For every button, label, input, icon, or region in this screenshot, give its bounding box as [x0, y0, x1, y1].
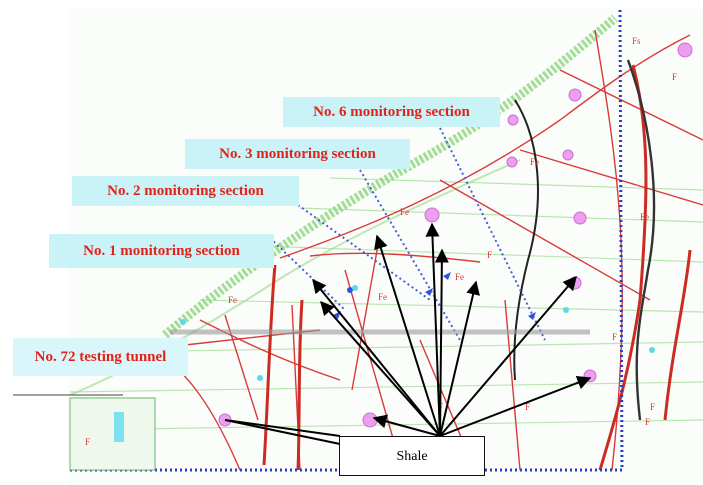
arrow-8: [320, 300, 441, 437]
svg-text:Fe: Fe: [640, 212, 649, 222]
svg-text:Fe: Fe: [530, 157, 539, 167]
arrow-4: [439, 280, 480, 437]
inset-block: [69, 397, 156, 471]
arrow-9: [434, 248, 449, 437]
inset-cyan-mark: [114, 412, 124, 442]
trace-section-2: [297, 204, 431, 301]
svg-text:F: F: [85, 437, 90, 447]
contact-line: [513, 99, 539, 381]
label-monitoring-section-3: No. 3 monitoring section: [185, 139, 410, 169]
shale-pointer-arrows: [312, 222, 592, 437]
label-testing-tunnel: No. 72 testing tunnel: [13, 338, 188, 376]
svg-text:Fe: Fe: [400, 207, 409, 217]
monitoring-traces: [269, 127, 546, 341]
label-monitoring-section-1: No. 1 monitoring section: [49, 234, 274, 268]
svg-text:Fe: Fe: [455, 272, 464, 282]
arrow-5: [439, 275, 577, 437]
svg-text:F: F: [650, 402, 655, 412]
svg-text:Fs: Fs: [632, 36, 641, 46]
map-boundary-right: [618, 9, 624, 471]
pointer-left-2: [224, 419, 341, 445]
svg-text:F: F: [645, 417, 650, 427]
svg-text:Fe: Fe: [228, 295, 237, 305]
label-monitoring-section-2: No. 2 monitoring section: [72, 176, 299, 206]
contact-line-2: [626, 59, 656, 421]
arrow-2: [374, 234, 441, 437]
label-monitoring-section-6: No. 6 monitoring section: [283, 97, 500, 127]
svg-text:F: F: [672, 72, 677, 82]
shale-callout: Shale: [339, 436, 485, 476]
svg-text:F: F: [612, 332, 617, 342]
trace-section-1: [269, 237, 346, 311]
slope-boundary: [162, 14, 618, 339]
map-annotations: Fs F Fe Fe Fe Fe Fe Fe F F F F F F F: [85, 36, 677, 447]
svg-text:F: F: [525, 402, 530, 412]
svg-text:F: F: [487, 250, 492, 260]
arrow-7: [372, 414, 441, 437]
cyan-markers: [180, 285, 655, 381]
arrow-6: [439, 376, 592, 437]
arrow-3: [425, 222, 441, 437]
svg-text:Fe: Fe: [378, 292, 387, 302]
pointer-left: [224, 419, 341, 437]
shale-pointer-lines: [224, 419, 341, 445]
bold-fault-lines: [262, 64, 692, 471]
